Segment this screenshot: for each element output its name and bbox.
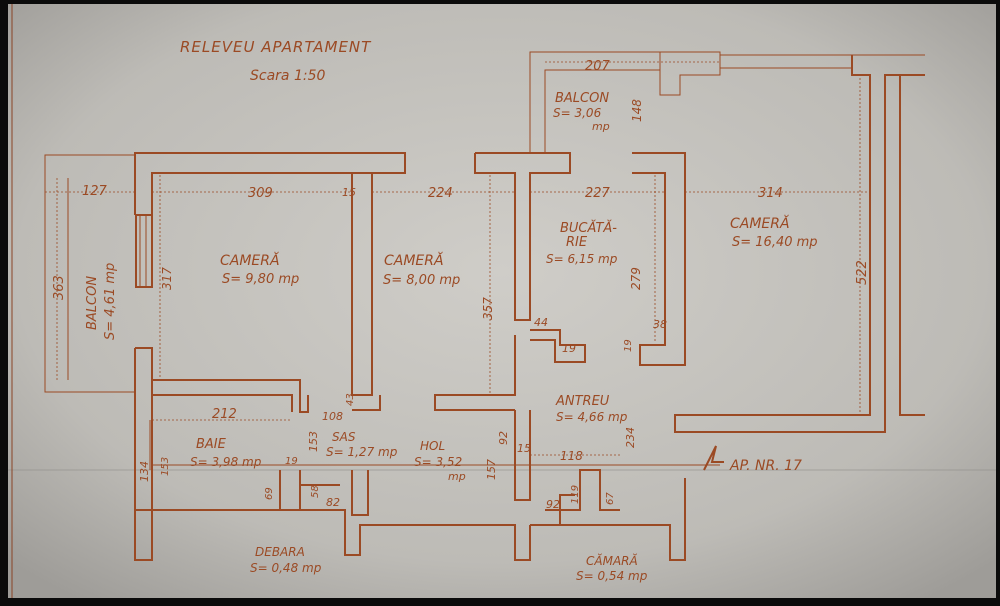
dim-label: 134 bbox=[138, 461, 151, 482]
arrow-icon bbox=[703, 445, 724, 471]
room-unit: mp bbox=[448, 470, 466, 483]
dim-label: 522 bbox=[855, 260, 870, 285]
room-name: ANTREU bbox=[555, 394, 610, 409]
room-area: S= 4,61 mp bbox=[103, 263, 118, 340]
room-area: S= 9,80 mp bbox=[222, 272, 299, 287]
room-name: RIE bbox=[566, 235, 588, 250]
room-antreu: ANTREU S= 4,66 mp bbox=[555, 394, 628, 424]
dim-label: 314 bbox=[758, 186, 783, 201]
room-name: CAMERĂ bbox=[730, 215, 790, 232]
dim-label: 234 bbox=[624, 427, 637, 448]
dim-label: 224 bbox=[428, 186, 453, 201]
room-area: S= 4,66 mp bbox=[556, 410, 628, 424]
room-name: CAMERĂ bbox=[384, 252, 444, 269]
dim-label: 44 bbox=[534, 316, 548, 329]
dim-label: 58 bbox=[310, 485, 321, 498]
room-name: BALCON bbox=[555, 91, 609, 106]
room-name: CAMERĂ bbox=[220, 252, 280, 269]
apartment-number-marker: AP. NR. 17 bbox=[703, 445, 802, 474]
dim-label: 127 bbox=[82, 184, 108, 199]
dim-label: 69 bbox=[264, 487, 275, 500]
walls bbox=[44, 51, 925, 561]
room-name: SAS bbox=[332, 430, 356, 444]
room-baie: BAIE S= 3,98 mp bbox=[190, 437, 262, 469]
dim-label: 19 bbox=[562, 342, 576, 355]
dim-label: 67 bbox=[605, 492, 616, 505]
room-area: S= 3,98 mp bbox=[190, 455, 262, 469]
dim-label: 207 bbox=[585, 59, 611, 74]
room-camera-1: CAMERĂ S= 9,80 mp bbox=[220, 252, 299, 287]
dim-label: 118 bbox=[560, 449, 583, 463]
room-name: DEBARA bbox=[255, 545, 305, 559]
dim-label: 15 bbox=[342, 186, 356, 199]
plan-title: RELEVEU APARTAMENT bbox=[180, 38, 372, 56]
dim-label: 227 bbox=[585, 186, 611, 201]
room-balcony-top: BALCON S= 3,06 mp bbox=[553, 91, 610, 133]
dimension-lines bbox=[45, 61, 870, 456]
room-name: HOL bbox=[420, 439, 445, 453]
dim-label: 309 bbox=[248, 186, 273, 201]
room-debara: DEBARA S= 0,48 mp bbox=[250, 545, 322, 575]
dim-label: 38 bbox=[653, 318, 667, 331]
room-sas: SAS S= 1,27 mp bbox=[326, 430, 398, 459]
dim-label: 148 bbox=[630, 99, 644, 122]
room-labels: BALCON S= 4,61 mp CAMERĂ S= 9,80 mp CAME… bbox=[85, 91, 818, 583]
room-area: S= 1,27 mp bbox=[326, 445, 398, 459]
room-name: BALCON bbox=[85, 276, 100, 330]
dim-label: 19 bbox=[623, 339, 634, 352]
dim-label: 119 bbox=[570, 485, 581, 504]
dim-label: 279 bbox=[629, 267, 643, 290]
dim-label: 19 bbox=[285, 456, 298, 467]
plan-scale: Scara 1:50 bbox=[250, 68, 325, 84]
room-area: S= 0,54 mp bbox=[576, 569, 648, 583]
dim-label: 92 bbox=[546, 498, 560, 511]
room-area: S= 0,48 mp bbox=[250, 561, 322, 575]
room-unit: mp bbox=[592, 120, 610, 133]
dim-label: 15 bbox=[517, 442, 531, 455]
room-name: BAIE bbox=[196, 437, 227, 452]
room-kitchen: BUCĂTĂ- RIE S= 6,15 mp bbox=[546, 220, 618, 266]
dimension-labels: 127 309 15 224 227 314 207 148 363 317 3… bbox=[52, 59, 870, 511]
dim-label: 317 bbox=[160, 267, 174, 290]
room-area: S= 8,00 mp bbox=[383, 273, 460, 288]
room-hol: HOL S= 3,52 mp bbox=[414, 439, 466, 483]
dim-label: 82 bbox=[326, 496, 340, 509]
room-name: BUCĂTĂ- bbox=[560, 220, 617, 236]
dim-label: 153 bbox=[160, 457, 171, 476]
room-area: S= 16,40 mp bbox=[732, 235, 818, 250]
room-area: S= 3,52 bbox=[414, 455, 462, 469]
room-name: CĂMARĂ bbox=[586, 553, 638, 568]
dim-label: 157 bbox=[485, 459, 498, 480]
dim-label: 43 bbox=[345, 393, 356, 406]
room-camera-3: CAMERĂ S= 16,40 mp bbox=[730, 215, 818, 250]
paper-background bbox=[8, 4, 996, 598]
dim-label: 357 bbox=[481, 297, 495, 320]
room-camera-2: CAMERĂ S= 8,00 mp bbox=[383, 252, 460, 288]
room-area: S= 3,06 bbox=[553, 106, 602, 120]
apartment-number: AP. NR. 17 bbox=[729, 458, 802, 474]
dim-label: 212 bbox=[212, 407, 237, 422]
room-camara: CĂMARĂ S= 0,54 mp bbox=[576, 553, 648, 583]
dim-label: 153 bbox=[307, 431, 320, 452]
dim-label: 92 bbox=[497, 431, 510, 445]
room-balcony-left: BALCON S= 4,61 mp bbox=[85, 263, 118, 340]
dim-label: 363 bbox=[52, 275, 67, 300]
dim-label: 108 bbox=[322, 410, 343, 423]
room-area: S= 6,15 mp bbox=[546, 252, 618, 266]
